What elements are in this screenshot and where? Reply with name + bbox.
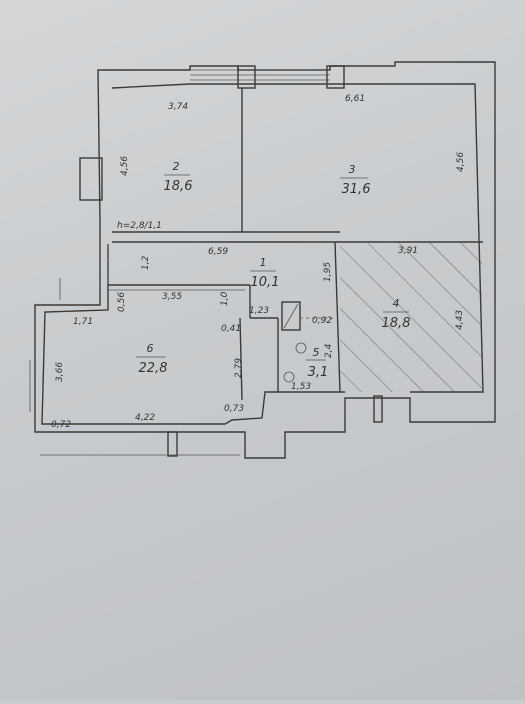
dim-r6-top: 3,55 bbox=[162, 292, 182, 302]
dim-outer-bottom-left: 0,72 bbox=[51, 420, 71, 430]
dim-bath-side: 2,4 bbox=[324, 343, 334, 358]
dim-r6-right-small: 1,0 bbox=[220, 291, 230, 306]
room-3-area: 31,6 bbox=[342, 182, 371, 197]
room-labels: 2 18,6 3 31,6 1 10,1 4 18,8 5 3,1 6 22,8… bbox=[117, 160, 410, 380]
room-2-area: 18,6 bbox=[164, 179, 193, 194]
dim-r1-height: 1,2 bbox=[141, 255, 151, 270]
sink-fixture bbox=[295, 342, 307, 354]
dim-r2-left: 4,56 bbox=[120, 156, 130, 176]
room-2-number: 2 bbox=[173, 160, 180, 173]
room-4-area: 18,8 bbox=[382, 316, 411, 331]
vent-shaft bbox=[281, 301, 301, 331]
dimension-lines bbox=[29, 278, 240, 456]
interior-walls bbox=[108, 88, 483, 401]
room-5-area: 3,1 bbox=[308, 365, 329, 380]
dim-r3-right: 4,56 bbox=[456, 152, 466, 172]
window-marks bbox=[79, 65, 383, 457]
dim-r1-right: 1,95 bbox=[323, 262, 333, 282]
room-1-area: 10,1 bbox=[251, 275, 280, 290]
room-6-number: 6 bbox=[147, 342, 154, 355]
dim-r6-left: 3,66 bbox=[55, 362, 65, 382]
dim-corr-width: 1,23 bbox=[249, 306, 269, 316]
room-5-number: 5 bbox=[313, 346, 320, 359]
room-3-number: 3 bbox=[349, 163, 356, 176]
dim-r4-top: 3,91 bbox=[398, 246, 418, 256]
dim-r3-top: 6,61 bbox=[345, 94, 365, 104]
room-4-hatch bbox=[340, 242, 482, 392]
dim-r6-notch: 0,41 bbox=[221, 324, 241, 334]
dim-bath-right: 0,92 bbox=[312, 316, 332, 326]
dim-r1-width: 6,59 bbox=[208, 247, 228, 257]
toilet-fixture bbox=[283, 371, 295, 383]
room-1-number: 1 bbox=[260, 256, 267, 269]
dim-r6-left-small: 0,56 bbox=[117, 292, 127, 312]
dim-r4-right: 4,43 bbox=[455, 310, 465, 330]
room-4-number: 4 bbox=[393, 297, 400, 310]
dim-bath-bottom: 1,53 bbox=[291, 382, 311, 392]
dim-outer-left: 1,71 bbox=[73, 317, 93, 327]
dim-r2-top: 3,74 bbox=[168, 102, 188, 112]
dim-r6-corner: 0,73 bbox=[224, 404, 244, 414]
height-note: h=2,8/1,1 bbox=[117, 221, 162, 231]
dimension-labels: 3,74 4,56 6,61 4,56 6,59 1,2 1,95 3,91 4… bbox=[51, 94, 466, 430]
dim-r6-bottom: 4,22 bbox=[135, 413, 155, 423]
room-6-area: 22,8 bbox=[139, 361, 168, 376]
dim-r6-right: 2,79 bbox=[234, 358, 244, 378]
